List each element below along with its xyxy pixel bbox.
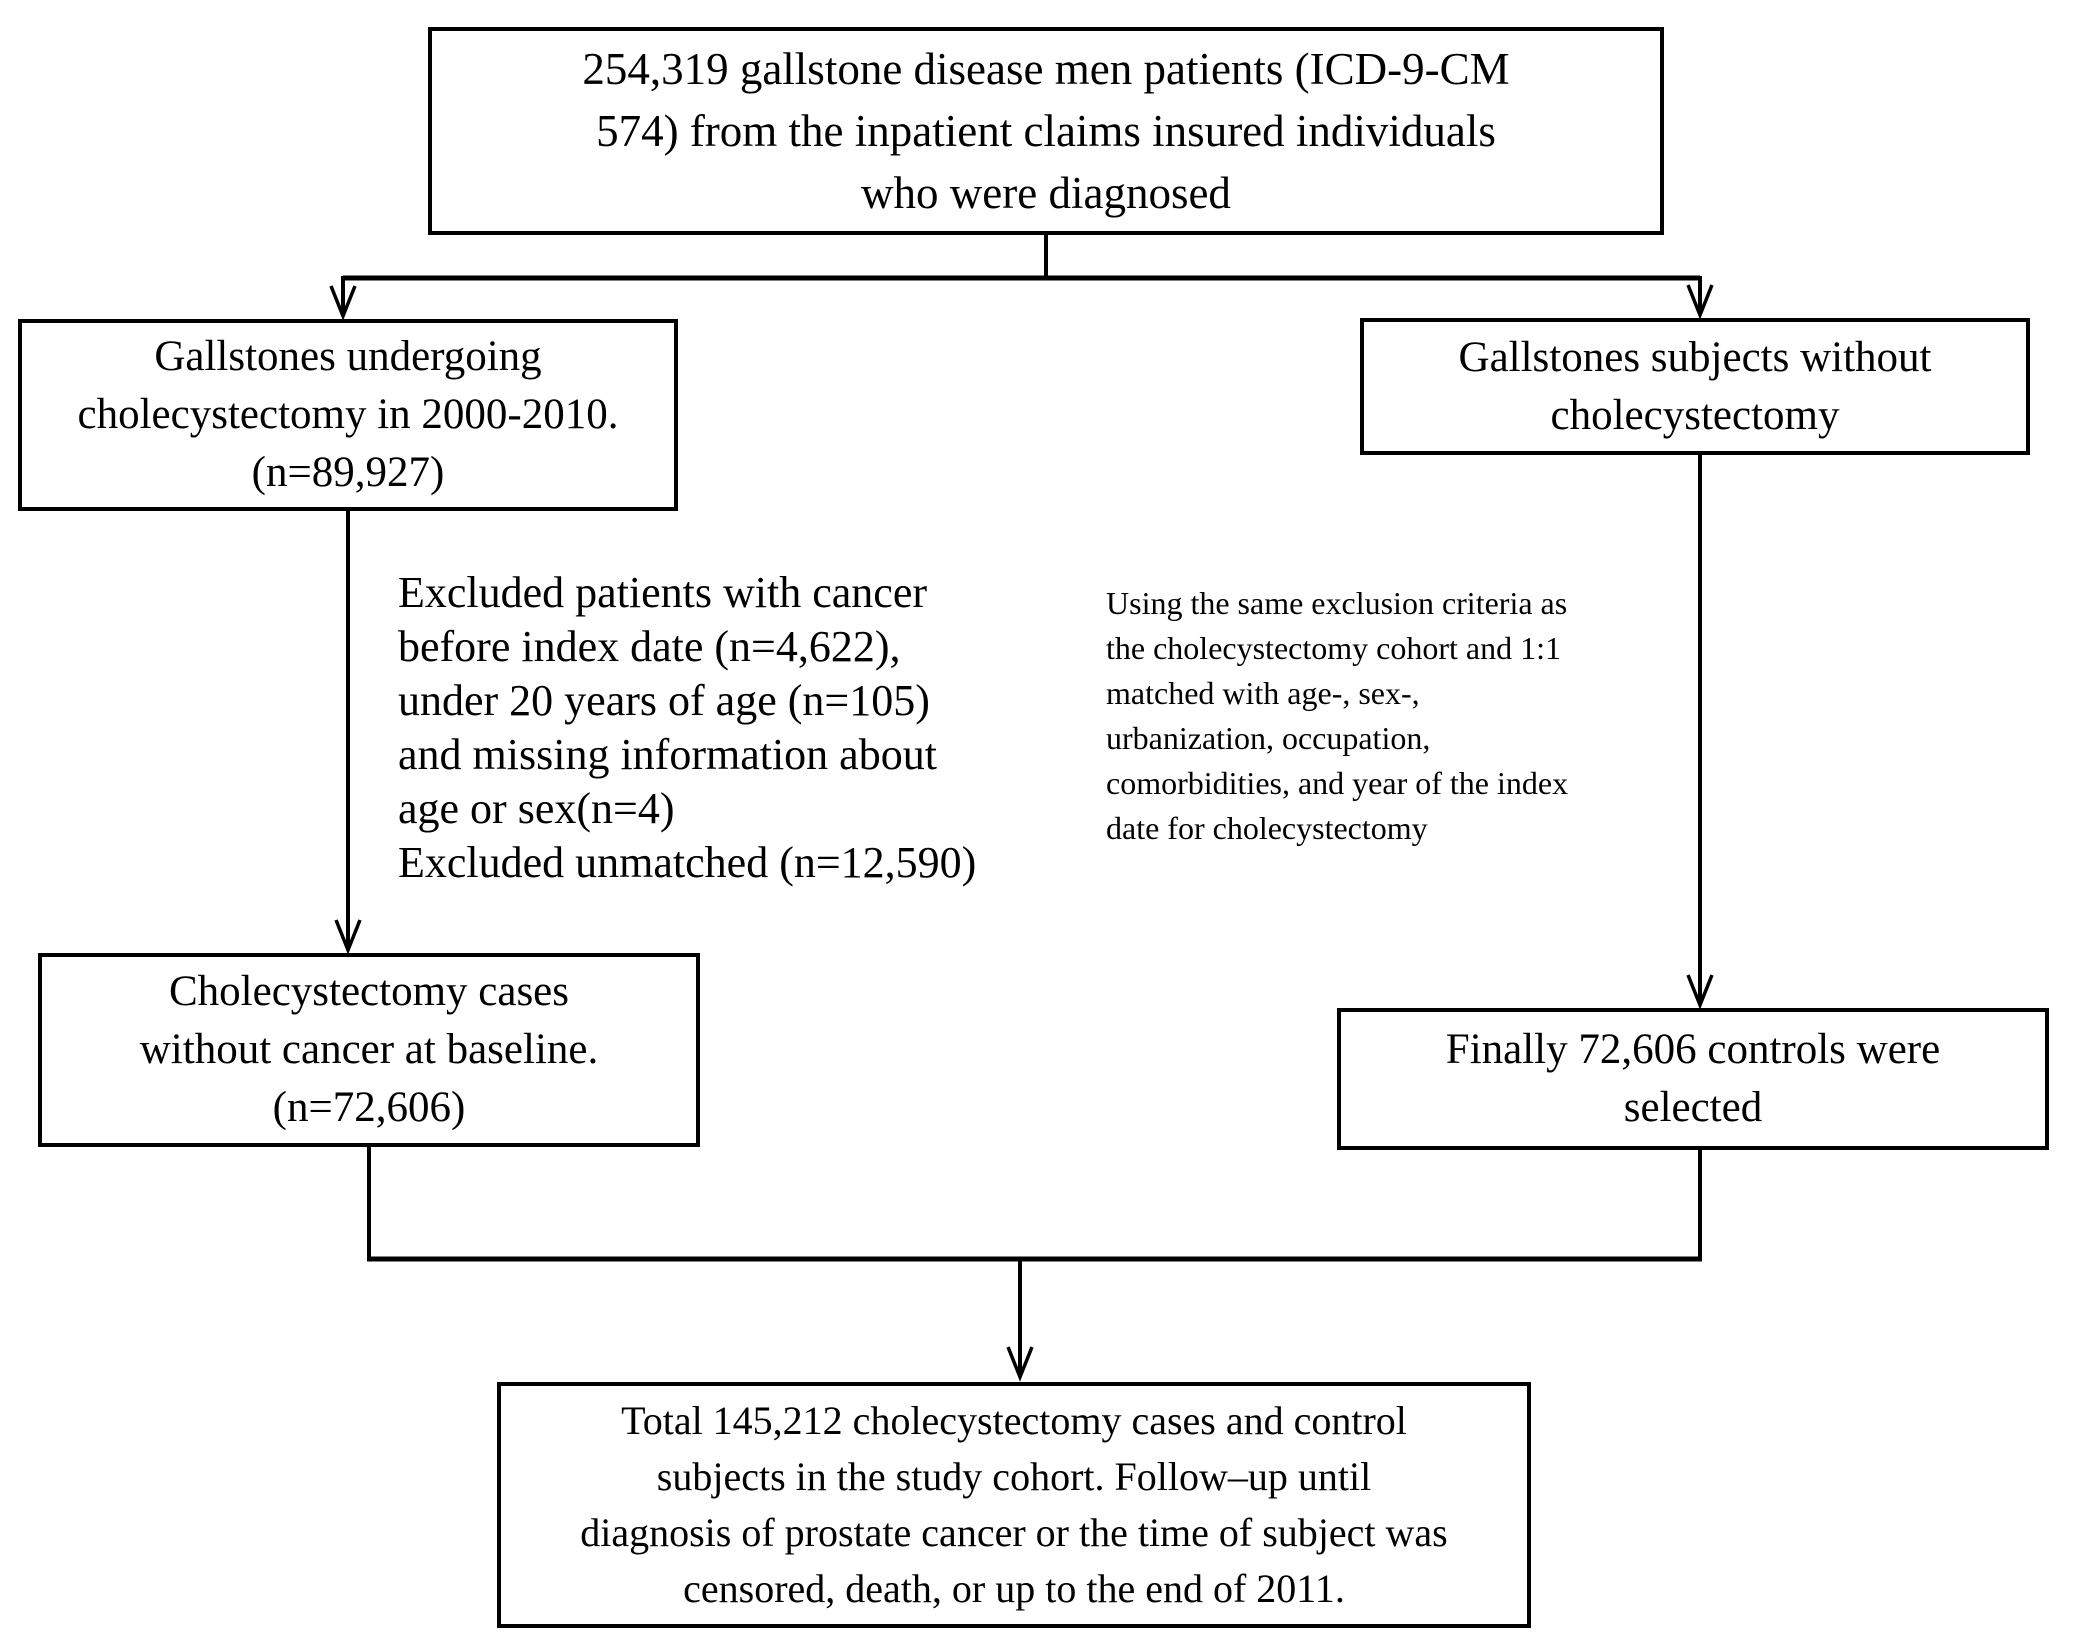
text-line: 574) from the inpatient claims insured i… <box>596 106 1496 156</box>
text-line: date for cholecystectomy <box>1106 810 1428 846</box>
text-line: cholecystectomy <box>1550 391 1840 439</box>
text-line: before index date (n=4,622), <box>398 622 901 671</box>
text-line: Gallstones subjects without <box>1458 333 1932 381</box>
box-selected-controls: Finally 72,606 controls were selected <box>1337 1008 2049 1150</box>
text-line: the cholecystectomy cohort and 1:1 <box>1106 630 1561 666</box>
matching-criteria-note: Using the same exclusion criteria as the … <box>1106 581 1568 851</box>
text-line: diagnosis of prostate cancer or the time… <box>580 1510 1448 1555</box>
text-line: without cancer at baseline. <box>139 1026 599 1073</box>
text-line: age or sex(n=4) <box>398 784 675 833</box>
arrow-down-icon <box>1686 974 1714 1010</box>
arrow-down-icon <box>1006 1346 1034 1382</box>
arrow-down-icon <box>1686 284 1714 320</box>
text-line: Total 145,212 cholecystectomy cases and … <box>621 1398 1407 1443</box>
text-line: urbanization, occupation, <box>1106 720 1431 756</box>
arrow-down-icon <box>329 285 357 321</box>
box-cholecystectomy-cohort: Gallstones undergoing cholecystectomy in … <box>18 319 678 511</box>
text-line: (n=72,606) <box>272 1084 466 1131</box>
arrow-down-icon <box>334 919 362 955</box>
text-line: (n=89,927) <box>251 449 445 496</box>
text-line: Using the same exclusion criteria as <box>1106 585 1568 621</box>
text-line: and missing information about <box>398 730 937 779</box>
text-line: who were diagnosed <box>861 168 1231 218</box>
text-line: comorbidities, and year of the index <box>1106 765 1569 801</box>
text-line: cholecystectomy in 2000-2010. <box>77 391 619 438</box>
box-no-cholecystectomy-cohort: Gallstones subjects without cholecystecto… <box>1360 318 2030 455</box>
text-line: selected <box>1623 1084 1763 1131</box>
text-line: under 20 years of age (n=105) <box>398 676 930 725</box>
text-line: subjects in the study cohort. Follow–up … <box>656 1454 1372 1499</box>
text-line: Excluded patients with cancer <box>398 568 928 617</box>
text-line: matched with age-, sex-, <box>1106 675 1420 711</box>
text-line: censored, death, or up to the end of 201… <box>683 1566 1345 1611</box>
box-cholecystectomy-cases: Cholecystectomy cases without cancer at b… <box>38 953 700 1147</box>
exclusion-criteria-note: Excluded patients with cancer before inde… <box>398 566 976 890</box>
box-total-study-cohort: Total 145,212 cholecystectomy cases and … <box>497 1382 1531 1628</box>
text-line: Finally 72,606 controls were <box>1445 1026 1941 1073</box>
box-source-population: 254,319 gallstone disease men patients (… <box>428 27 1664 235</box>
text-line: Gallstones undergoing <box>154 333 542 380</box>
text-line: Excluded unmatched (n=12,590) <box>398 838 977 887</box>
text-line: Cholecystectomy cases <box>168 968 570 1015</box>
text-line: 254,319 gallstone disease men patients (… <box>582 44 1510 94</box>
